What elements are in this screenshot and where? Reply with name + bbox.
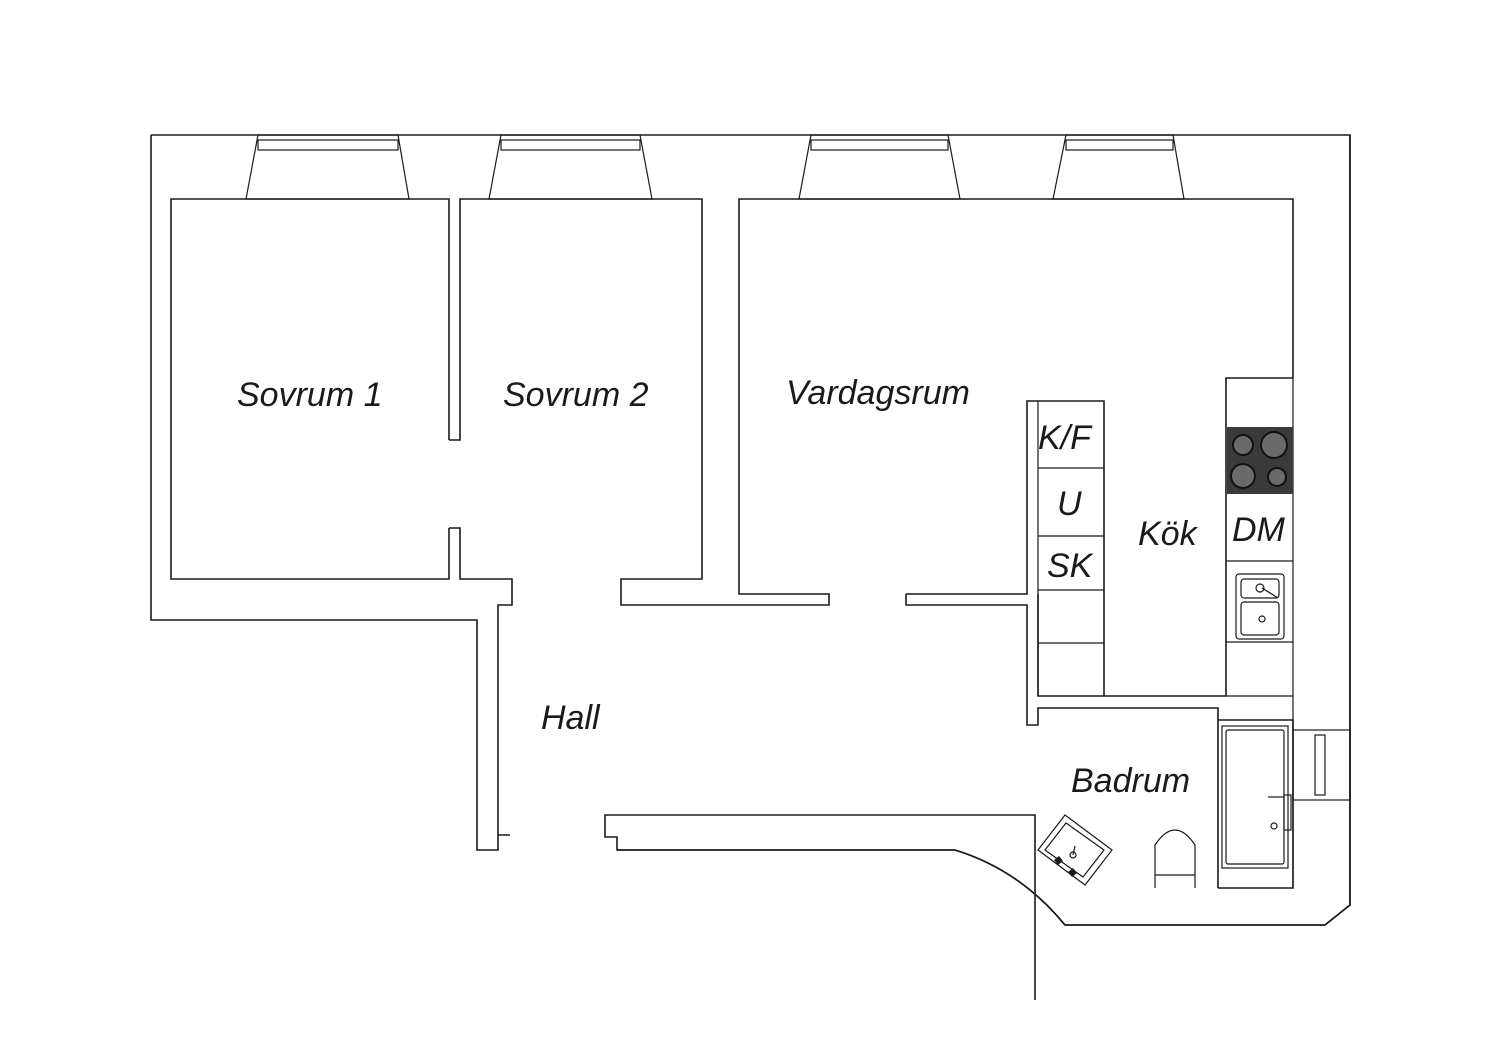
room-label-hall: Hall [541, 699, 601, 737]
bedroom-divider-lower [449, 527, 513, 835]
room-label-vardagsrum: Vardagsrum [786, 374, 970, 412]
stove-icon [1227, 427, 1293, 494]
room-label-sovrum2: Sovrum 2 [503, 376, 649, 414]
window-2 [488, 134, 653, 200]
bathroom-sink-icon [1037, 814, 1113, 886]
room-label-badrum: Badrum [1071, 762, 1190, 800]
bathtub-icon [1221, 725, 1292, 869]
toilet-icon [1154, 829, 1196, 888]
outer-wall [151, 134, 1351, 1000]
outer-wall-left [150, 135, 510, 851]
fixture-label-sk: SK [1047, 547, 1094, 585]
window-3 [798, 134, 961, 200]
room-label-sovrum1: Sovrum 1 [237, 376, 383, 414]
bedroom-divider-upper [449, 198, 1294, 606]
fixture-label-dm: DM [1232, 511, 1286, 549]
fixture-label-kf: K/F [1038, 419, 1093, 457]
outer-wall-bottom [617, 135, 1351, 926]
window-bathroom [1292, 729, 1351, 801]
bathroom-walls [1218, 719, 1294, 889]
kitchen-sink-icon [1235, 573, 1285, 640]
living-lower-wall [905, 594, 1219, 888]
kitchen-left-cabinets [1037, 401, 1104, 696]
window-1 [245, 134, 410, 200]
room-label-kok: Kök [1138, 515, 1199, 553]
window-4 [1052, 134, 1185, 200]
sovrum1-walls [170, 198, 450, 580]
fixture-label-u: U [1057, 485, 1082, 523]
